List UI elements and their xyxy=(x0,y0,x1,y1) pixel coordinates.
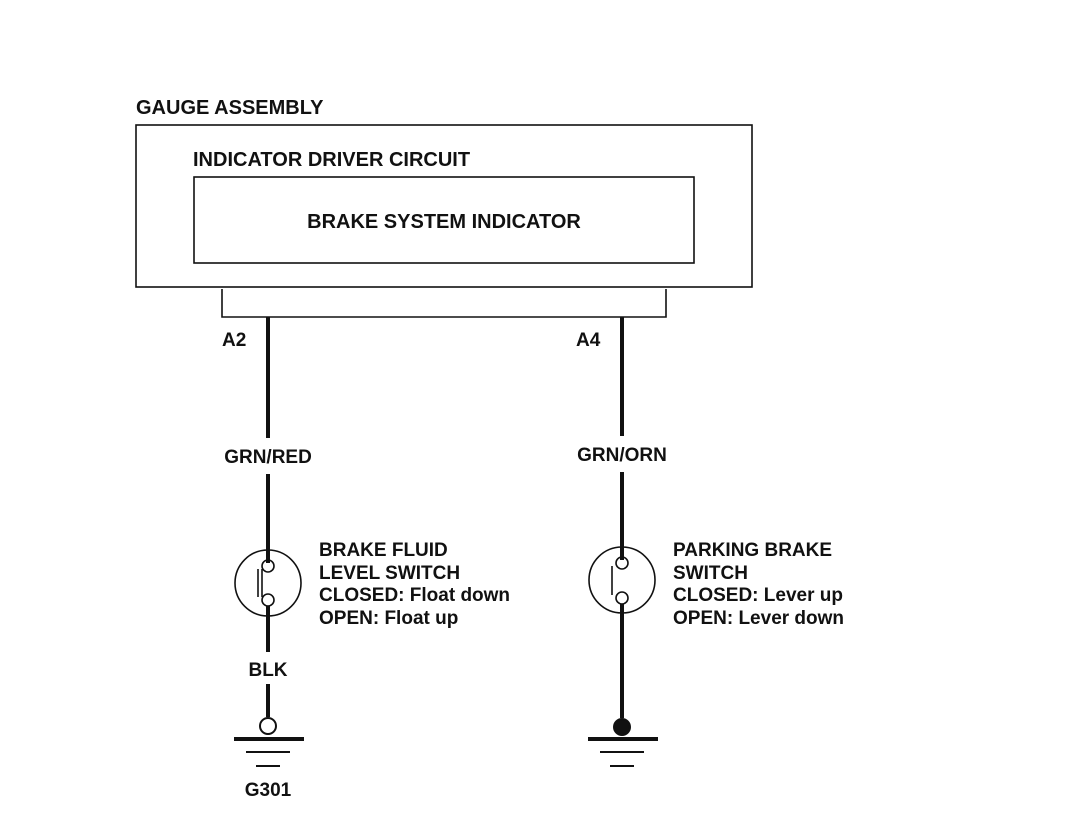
indicator-box xyxy=(193,176,695,264)
parking-brake-switch-line-2: SWITCH xyxy=(673,563,748,584)
connector-bracket xyxy=(221,289,667,318)
terminal-a2-label: A2 xyxy=(222,330,246,351)
terminal-a4-label: A4 xyxy=(576,330,601,351)
brake-fluid-switch-label: BRAKE FLUID LEVEL SWITCH CLOSED: Float d… xyxy=(319,540,515,629)
right-wire-color-label: GRN/ORN xyxy=(577,445,667,466)
parking-brake-switch-line-3: CLOSED: Lever up xyxy=(673,585,843,606)
indicator-label: BRAKE SYSTEM INDICATOR xyxy=(307,211,581,233)
gauge-assembly-label: GAUGE ASSEMBLY xyxy=(136,97,324,119)
brake-fluid-switch-line-2: LEVEL SWITCH xyxy=(319,563,460,584)
brake-fluid-switch-line-1: BRAKE FLUID xyxy=(319,540,448,561)
brake-fluid-switch-line-3: CLOSED: Float down xyxy=(319,585,510,606)
left-ground-wire-color-label: BLK xyxy=(248,660,287,681)
parking-brake-switch-line-4: OPEN: Lever down xyxy=(673,608,844,629)
parking-brake-switch-label: PARKING BRAKE SWITCH CLOSED: Lever up OP… xyxy=(673,540,848,629)
ground-g301-label: G301 xyxy=(245,780,292,801)
left-wire-color-label: GRN/RED xyxy=(224,447,312,468)
brake-fluid-switch-line-4: OPEN: Float up xyxy=(319,608,458,629)
ground-g301-symbol xyxy=(234,717,304,767)
body-ground-symbol xyxy=(588,718,658,767)
parking-brake-switch-symbol xyxy=(588,546,656,614)
driver-circuit-label: INDICATOR DRIVER CIRCUIT xyxy=(193,149,470,171)
parking-brake-switch-line-1: PARKING BRAKE xyxy=(673,540,832,561)
